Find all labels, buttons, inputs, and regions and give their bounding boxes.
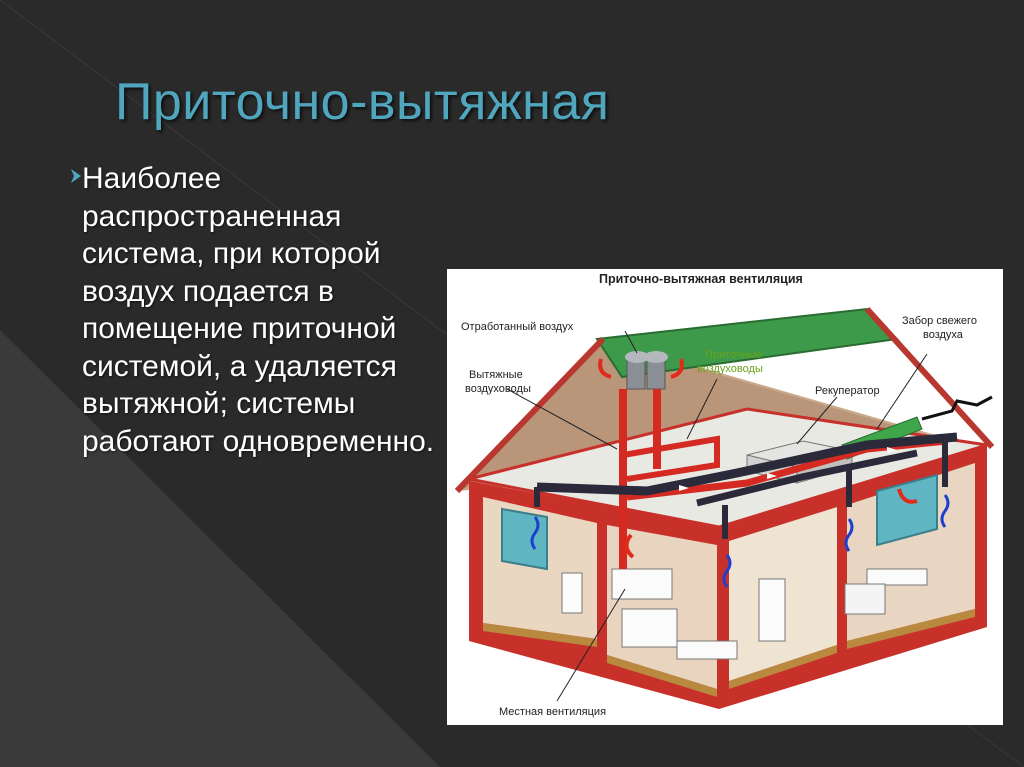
diagram-title: Приточно-вытяжная вентиляция [599,272,803,286]
label-exhaust-air: Отработанный воздух [461,321,574,333]
label-local-ventilation: Местная вентиляция [499,706,607,718]
house-illustration [454,306,995,709]
slide-title: Приточно-вытяжная [115,73,610,131]
label-exhaust-ducts-line2: воздуховоды [465,383,531,395]
label-supply-ducts-line1: Приточные [705,349,762,361]
label-supply-ducts-line2: воздуховоды [697,363,763,375]
label-fresh-air-line1: Забор свежего [902,315,977,327]
body-text: Наиболее распространенная система, при к… [82,162,435,458]
label-recuperator: Рекуператор [815,385,880,397]
ventilation-diagram: Приточно-вытяжная вентиляция Отработанны… [447,269,1003,725]
label-fresh-air-line2: воздуха [923,329,963,341]
bullet-arrow-icon [71,169,81,183]
label-exhaust-ducts-line1: Вытяжные [469,369,523,381]
